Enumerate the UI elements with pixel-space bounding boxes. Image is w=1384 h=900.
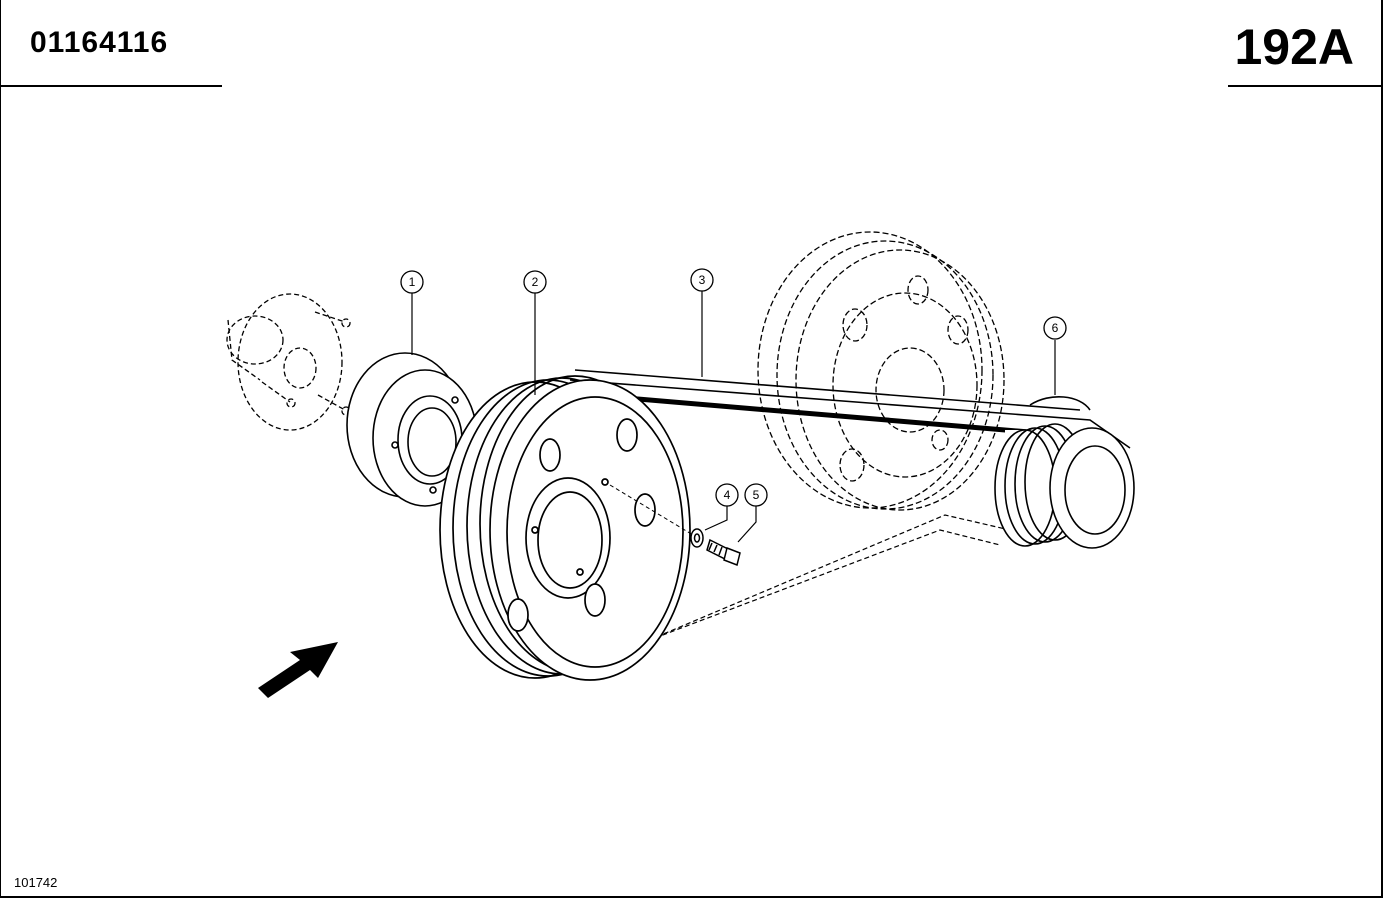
dashed-driven-pulley xyxy=(757,231,1005,511)
small-pulley xyxy=(994,395,1135,549)
leader-lines xyxy=(411,291,1056,543)
callout-4-label: 4 xyxy=(724,488,731,502)
callout-2-label: 2 xyxy=(532,275,539,289)
callout-4: 4 xyxy=(715,483,739,507)
callout-3: 3 xyxy=(690,268,714,292)
callout-5-label: 5 xyxy=(753,488,760,502)
view-direction-arrow xyxy=(258,642,338,698)
dashed-belt-return xyxy=(589,514,1011,666)
callout-3-label: 3 xyxy=(699,273,706,287)
bolt xyxy=(706,538,741,567)
callout-2: 2 xyxy=(523,270,547,294)
callout-5: 5 xyxy=(744,483,768,507)
part-number: 01164116 xyxy=(30,26,169,59)
bolt-axis-line xyxy=(609,484,694,536)
callout-6: 6 xyxy=(1043,316,1067,340)
drive-pulley xyxy=(439,375,691,681)
callout-1-label: 1 xyxy=(409,275,416,289)
page-code: 192A xyxy=(1234,19,1354,75)
callout-6-label: 6 xyxy=(1052,321,1059,335)
callout-1: 1 xyxy=(400,270,424,294)
taper-bush xyxy=(346,352,478,507)
drawing-reference: 101742 xyxy=(14,875,58,890)
washer xyxy=(690,528,704,548)
dashed-hub xyxy=(226,293,351,431)
